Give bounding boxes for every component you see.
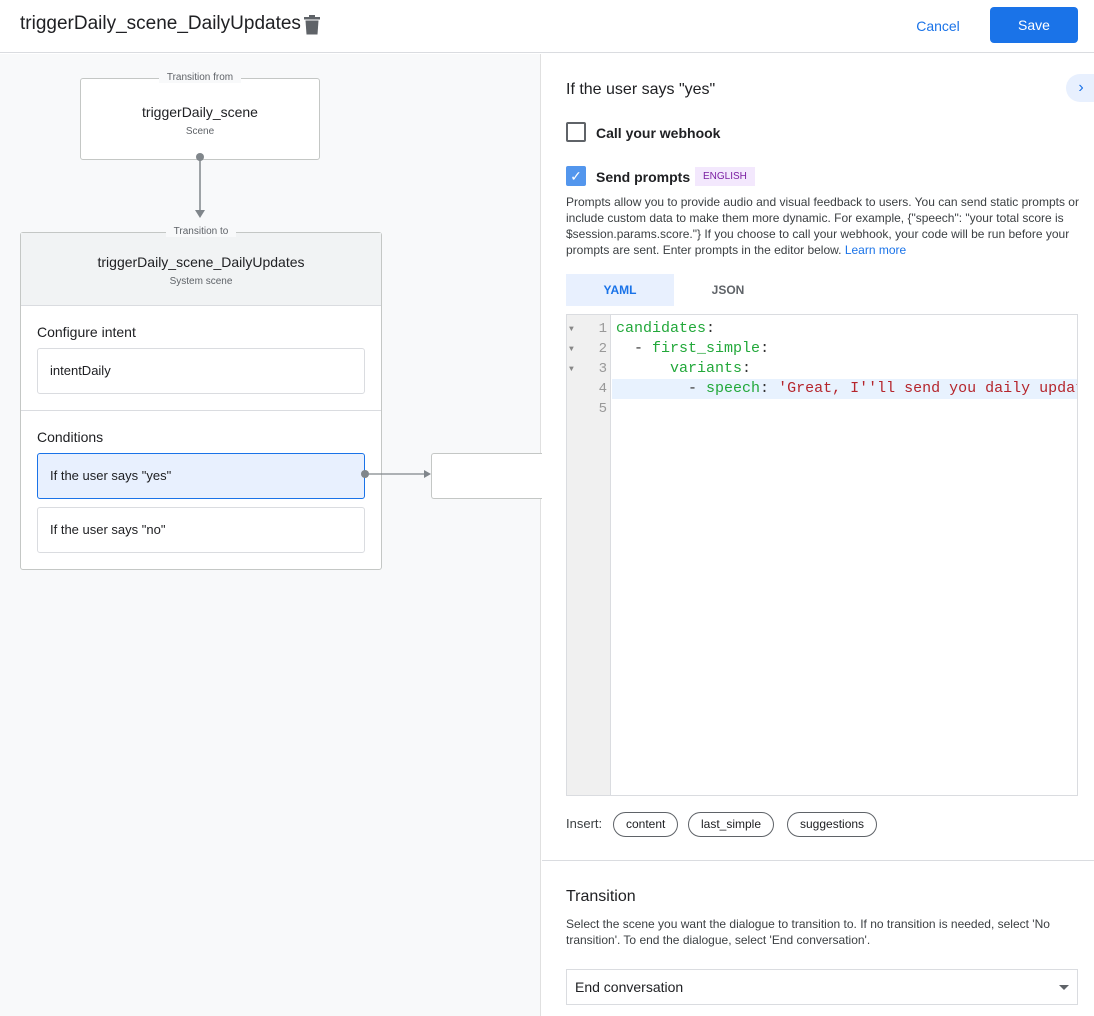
colon: : [760,380,779,397]
yaml-key: first_simple [652,340,761,357]
dash: - [688,380,707,397]
conditions-label: Conditions [37,429,104,445]
condition-no[interactable]: If the user says "no" [37,507,365,553]
check-icon: ✓ [570,168,582,184]
scene-type: Scene [185,126,215,137]
header: triggerDaily_scene_DailyUpdates Cancel S… [0,0,1094,53]
yaml-key: speech [706,380,761,397]
insert-suggestions-chip[interactable]: suggestions [787,812,878,837]
language-badge: ENGLISH [695,167,755,186]
insert-label: Insert: [566,816,603,831]
send-prompts-checkbox[interactable]: ✓ [566,166,586,186]
send-prompts-label: Send prompts [596,169,691,185]
learn-more-link[interactable]: Learn more [844,243,907,257]
code-line: - first_simple: [612,339,1077,359]
target-scene-card[interactable] [431,453,551,499]
transition-to-legend: Transition to [165,226,237,237]
condition-yes[interactable]: If the user says "yes" [37,453,365,499]
transition-from-card[interactable]: Transition from triggerDaily_scene Scene [80,72,320,160]
transition-select[interactable]: End conversation [566,969,1078,1005]
code-editor[interactable]: 1 ▼ candidates: 2 ▼ - first_simple: 3 ▼ varian… [566,314,1078,796]
transition-connector [195,153,205,218]
save-button[interactable]: Save [990,7,1078,43]
dropdown-arrow-icon [1059,985,1069,990]
tab-yaml[interactable]: YAML [566,274,674,306]
divider [542,860,1094,861]
chevron-right-icon[interactable]: › [1066,74,1094,102]
yaml-key: variants [670,360,743,377]
code-line: variants: [612,359,1077,379]
panel-heading: If the user says "yes" [566,81,716,98]
scene-type: System scene [169,276,233,287]
dash: - [634,340,653,357]
configure-intent-label: Configure intent [37,324,136,340]
line-gutter [567,315,611,795]
transition-from-legend: Transition from [158,72,242,83]
webhook-label: Call your webhook [596,125,721,141]
yaml-string: 'Great, I''ll send you daily updates. [778,380,1077,397]
trash-icon[interactable] [304,15,320,35]
fold-arrow-icon[interactable]: ▼ [569,345,574,354]
yaml-key: candidates [616,320,707,337]
transition-heading: Transition [566,888,636,905]
indent [616,360,670,377]
scene-name: triggerDaily_scene_DailyUpdates [97,254,305,270]
insert-content-chip[interactable]: content [613,812,679,837]
line-number: 1 [598,321,607,337]
line-number: 3 [598,361,607,377]
fold-arrow-icon[interactable]: ▼ [569,325,574,334]
code-line: candidates: [612,319,1077,339]
condition-panel: › If the user says "yes" Call your webho… [542,54,1094,1016]
colon: : [706,320,716,337]
prompts-description: Prompts allow you to provide audio and v… [566,195,1079,257]
transition-description: Select the scene you want the dialogue t… [566,917,1050,947]
transition-to-header[interactable]: Transition to triggerDaily_scene_DailyUp… [21,226,381,306]
page-title: triggerDaily_scene_DailyUpdates [20,13,301,34]
intent-item[interactable]: intentDaily [37,348,365,394]
line-number: 4 [598,381,607,397]
scene-canvas: Transition from triggerDaily_scene Scene… [0,54,551,1016]
scene-name: triggerDaily_scene [142,104,258,120]
transition-to-card: Transition to triggerDaily_scene_DailyUp… [20,226,382,570]
condition-connector [361,470,431,478]
tab-json[interactable]: JSON [711,283,745,297]
indent [616,340,634,357]
cancel-button[interactable]: Cancel [905,9,971,43]
fold-arrow-icon[interactable]: ▼ [569,365,574,374]
code-line: - speech: 'Great, I''ll send you daily u… [612,379,1077,399]
colon: : [742,360,752,377]
indent [616,380,688,397]
code-line [612,399,1077,419]
webhook-checkbox[interactable] [566,122,586,142]
insert-last-simple-chip[interactable]: last_simple [688,812,775,837]
colon: : [760,340,770,357]
line-number: 2 [598,341,607,357]
line-number: 5 [598,401,607,417]
